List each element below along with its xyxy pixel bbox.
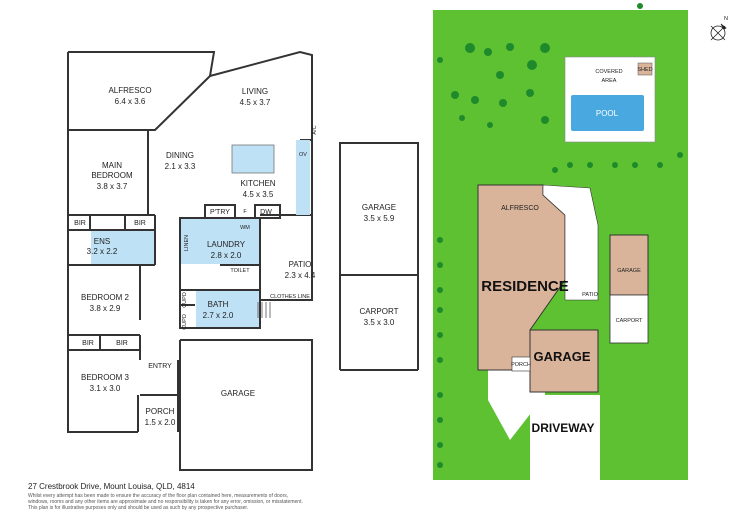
room-dims-bedroom3: 3.1 x 3.0 bbox=[90, 384, 121, 393]
room-name-carport: CARPORT bbox=[360, 307, 399, 316]
north-compass-icon bbox=[710, 23, 727, 41]
room-name-living: LIVING bbox=[242, 87, 268, 96]
pantry-label: P'TRY bbox=[210, 209, 230, 216]
shed-label: SHED bbox=[637, 67, 652, 73]
room-name-alfresco: ALFRESCO bbox=[108, 86, 151, 95]
entry-label: ENTRY bbox=[148, 363, 172, 370]
site-plan: N COVERED AREA SHED POOL ALFRESCO RESIDE… bbox=[433, 3, 728, 480]
site-carport-outline bbox=[609, 294, 649, 344]
room-dims-ens: 3.2 x 2.2 bbox=[87, 247, 118, 256]
site-carport-label: CARPORT bbox=[616, 318, 643, 324]
ac-label: A/C bbox=[312, 125, 318, 134]
trees bbox=[437, 3, 683, 468]
room-name-bedroom3: BEDROOM 3 bbox=[81, 373, 130, 382]
driveway-area bbox=[530, 395, 600, 480]
cupd-label-1: CUPD bbox=[182, 292, 188, 308]
alfresco-patio-outline bbox=[542, 184, 599, 301]
covered-area-label-2: AREA bbox=[602, 78, 617, 84]
site-alfresco-label: ALFRESCO bbox=[501, 205, 539, 212]
clothes-line-icon bbox=[257, 302, 271, 318]
pool-outline bbox=[569, 93, 646, 133]
site-garage-small-outline bbox=[609, 234, 649, 296]
site-patio-label: PATIO bbox=[582, 292, 598, 298]
north-label: N bbox=[724, 16, 728, 22]
bir-label-1: BIR bbox=[74, 220, 86, 227]
room-name-bath: BATH bbox=[208, 300, 229, 309]
site-porch-label: PORCH bbox=[511, 362, 531, 368]
ov-label: OV bbox=[299, 152, 307, 158]
room-name-garage-main: GARAGE bbox=[221, 389, 255, 398]
room-dims-garage-right: 3.5 x 5.9 bbox=[364, 214, 395, 223]
toilet-label: TOILET bbox=[230, 268, 250, 274]
covered-area-label-1: COVERED bbox=[595, 69, 622, 75]
dw-label: DW bbox=[260, 209, 272, 216]
residence-label: RESIDENCE bbox=[481, 278, 569, 295]
disclaimer-text: Whilst every attempt has been made to en… bbox=[28, 493, 303, 511]
room-dims-dining: 2.1 x 3.3 bbox=[165, 162, 196, 171]
clothes-line-label: CLOTHES LINE bbox=[270, 294, 310, 300]
driveway-label: DRIVEWAY bbox=[532, 421, 595, 435]
room-name-laundry: LAUNDRY bbox=[207, 240, 246, 249]
site-porch-outline bbox=[511, 356, 531, 372]
garage-carport-outline bbox=[339, 142, 419, 371]
room-dims-main-bedroom: 3.8 x 3.7 bbox=[97, 182, 128, 191]
room-name-ens: ENS bbox=[94, 237, 110, 246]
site-garage-outline bbox=[529, 329, 599, 393]
room-dims-bath: 2.7 x 2.0 bbox=[203, 311, 234, 320]
site-garage-label: GARAGE bbox=[533, 349, 590, 364]
bir-label-2: BIR bbox=[134, 220, 146, 227]
bir-label-3: BIR bbox=[82, 340, 94, 347]
room-dims-porch: 1.5 x 2.0 bbox=[145, 418, 176, 427]
room-dims-carport: 3.5 x 3.0 bbox=[364, 318, 395, 327]
room-name-bedroom2: BEDROOM 2 bbox=[81, 293, 130, 302]
floor-plan bbox=[67, 50, 313, 471]
site-garage-small-label: GARAGE bbox=[617, 268, 641, 274]
room-name-garage-right: GARAGE bbox=[362, 203, 396, 212]
cupd-label-2: CUPD bbox=[182, 314, 188, 330]
room-name-dining: DINING bbox=[166, 151, 194, 160]
pool-label: POOL bbox=[596, 109, 619, 118]
room-dims-laundry: 2.8 x 2.0 bbox=[211, 251, 242, 260]
room-name-main-bedroom-1: MAIN bbox=[102, 161, 122, 170]
room-dims-bedroom2: 3.8 x 2.9 bbox=[90, 304, 121, 313]
room-dims-alfresco: 6.4 x 3.6 bbox=[115, 97, 146, 106]
room-name-patio: PATIO bbox=[289, 260, 312, 269]
room-name-porch: PORCH bbox=[146, 407, 175, 416]
footer: 27 Crestbrook Drive, Mount Louisa, QLD, … bbox=[28, 482, 548, 511]
room-dims-patio: 2.3 x 4.4 bbox=[285, 271, 316, 280]
fridge-label: F bbox=[243, 209, 247, 215]
room-dims-kitchen: 4.5 x 3.5 bbox=[243, 190, 274, 199]
shed-outline bbox=[637, 62, 653, 76]
property-address: 27 Crestbrook Drive, Mount Louisa, QLD, … bbox=[28, 482, 195, 491]
room-name-main-bedroom-2: BEDROOM bbox=[91, 171, 133, 180]
wm-label: WM bbox=[240, 225, 250, 231]
room-dims-living: 4.5 x 3.7 bbox=[240, 98, 271, 107]
room-name-kitchen: KITCHEN bbox=[240, 179, 275, 188]
linen-label: LINEN bbox=[184, 235, 190, 251]
wet-areas bbox=[91, 140, 310, 327]
bir-label-4: BIR bbox=[116, 340, 128, 347]
